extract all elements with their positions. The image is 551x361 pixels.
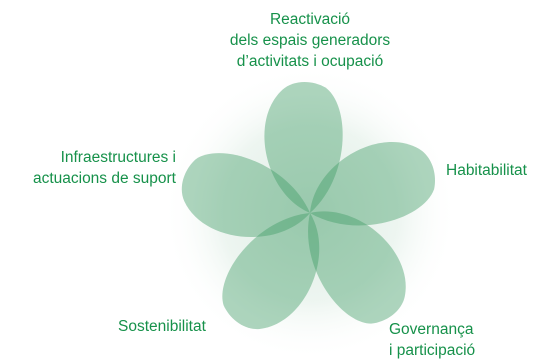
label-reactivacio-line-2: dels espais generadors <box>229 32 391 49</box>
label-governanca: Governança i participació <box>389 319 475 361</box>
petal-habitabilitat <box>310 142 435 226</box>
label-infraestructures: Infraestructures i actuacions de suport <box>8 147 176 189</box>
label-sostenibilitat: Sostenibilitat <box>118 316 206 337</box>
label-reactivacio-line-3: d’activitats i ocupació <box>236 53 384 70</box>
petal-sostenibilitat <box>222 213 320 329</box>
diagram-halo <box>162 65 458 361</box>
label-infraestructures-line-1: Infraestructures i <box>60 149 176 166</box>
label-reactivacio: Reactivació dels espais generadors d’act… <box>200 9 420 72</box>
label-governanca-line-2: i participació <box>389 342 476 359</box>
label-habitabilitat-line-1: Habitabilitat <box>446 162 527 179</box>
label-governanca-line-1: Governança <box>389 321 474 338</box>
label-sostenibilitat-line-1: Sostenibilitat <box>118 318 206 335</box>
petal-governanca <box>308 211 406 324</box>
petal-infraestructures <box>181 153 310 238</box>
petal-reactivacio <box>264 81 343 213</box>
label-infraestructures-line-2: actuacions de suport <box>32 170 176 187</box>
label-reactivacio-line-1: Reactivació <box>269 11 351 28</box>
petal-group <box>181 81 435 329</box>
label-habitabilitat: Habitabilitat <box>446 160 527 181</box>
